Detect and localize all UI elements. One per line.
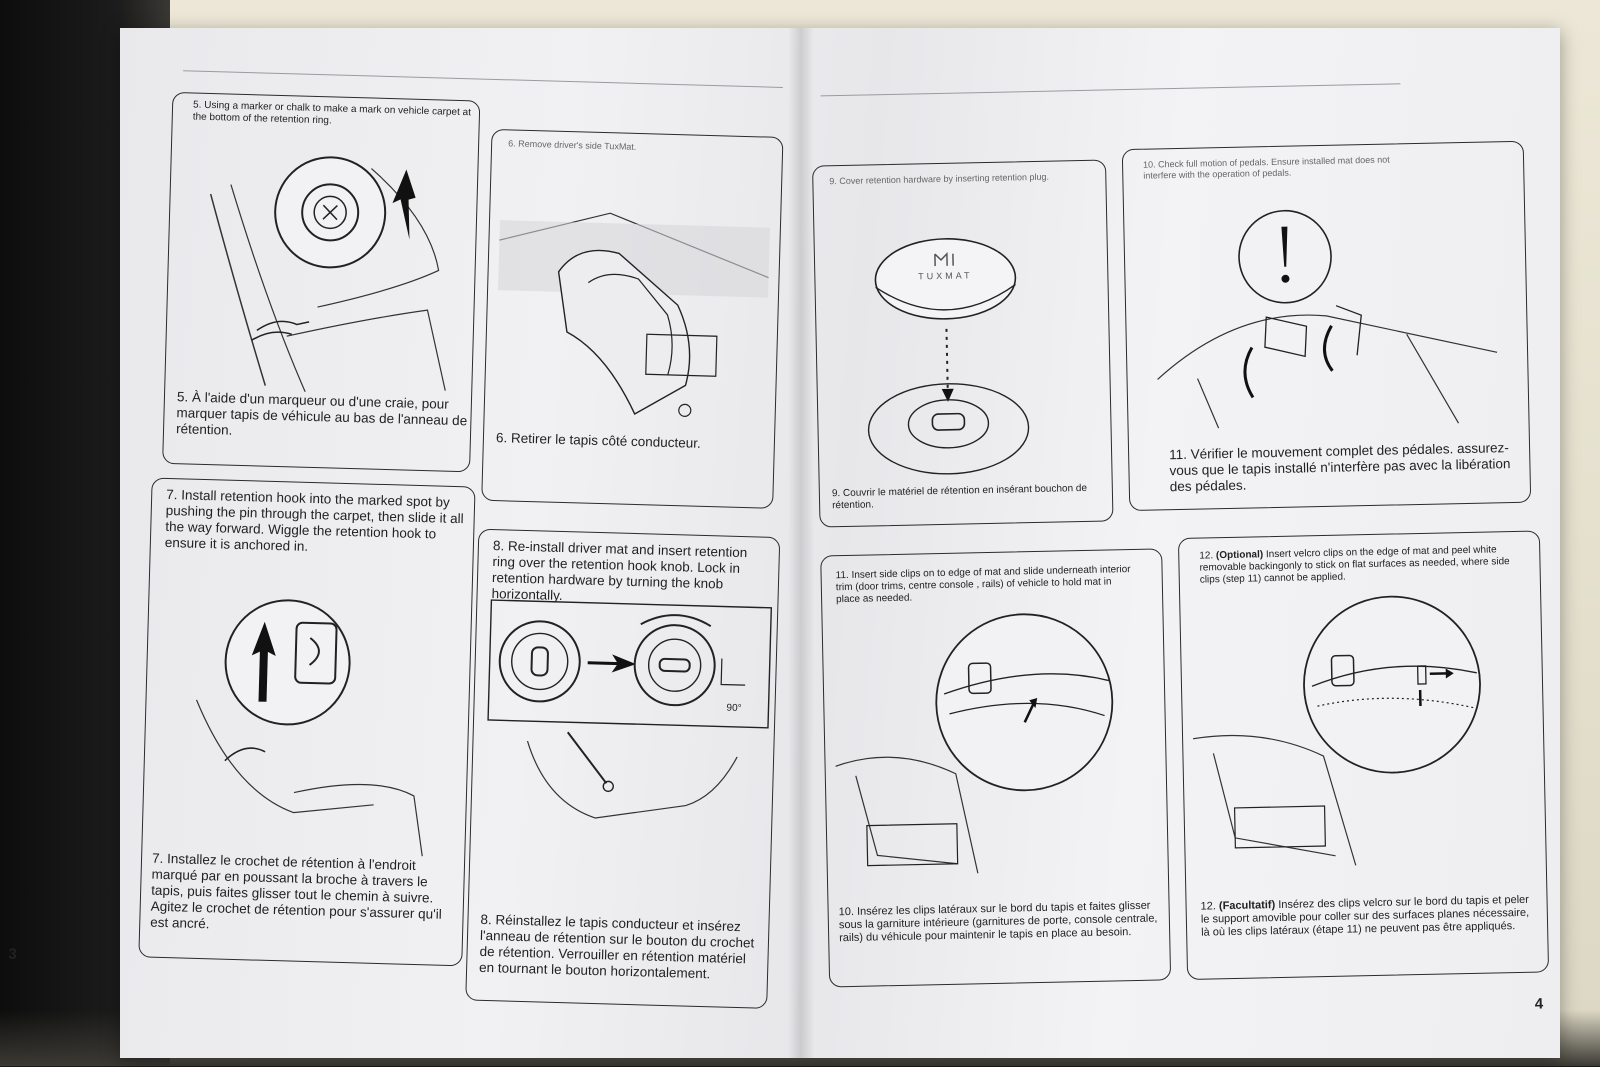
step-7-panel: 7. Install retention hook into the marke…: [138, 477, 476, 967]
page-fold: [788, 28, 814, 1058]
page-left: 5. Using a marker or chalk to make a mar…: [8, 19, 804, 1067]
step-12-caption-en: 12. (Optional) Insert velcro clips on th…: [1199, 544, 1530, 586]
step-5-illustration: [209, 156, 446, 392]
step-12-fr-number: 12.: [1200, 900, 1217, 913]
step-8-illustration: 90°: [487, 599, 773, 819]
step-12-optional-label: (Optional): [1215, 549, 1264, 562]
step-7-caption-fr: 7. Installez le crochet de rétention à l…: [150, 850, 442, 931]
step-6-illustration: [498, 212, 770, 417]
step-7-illustration: [195, 599, 423, 857]
step-11-illustration: [835, 613, 1114, 874]
step-9-caption-en: 9. Cover retention hardware by inserting…: [829, 171, 1050, 187]
page-number-right: 4: [1534, 995, 1544, 1013]
step-12-fr-optional-label: (Facultatif): [1218, 899, 1276, 913]
step-8-panel: 8. Re-install driver mat and insert rete…: [465, 528, 781, 1009]
step-6-caption-fr: 6. Retirer le tapis côté conducteur.: [495, 430, 701, 451]
step-5-panel: 5. Using a marker or chalk to make a mar…: [162, 91, 481, 473]
step-9-panel: 9. Cover retention hardware by inserting…: [812, 159, 1114, 528]
step-10-caption-fr: 10. Insérez les clips latéraux sur le bo…: [838, 899, 1158, 945]
step-5-caption-en: 5. Using a marker or chalk to make a mar…: [192, 99, 472, 127]
step-11-panel: 11. Insert side clips on to edge of mat …: [820, 548, 1172, 988]
step-12-illustration: [1193, 595, 1481, 866]
top-rule: [183, 70, 783, 88]
step-7-caption-en: 7. Install retention hook into the marke…: [164, 486, 464, 554]
step-11-caption-en: 11. Insert side clips on to edge of mat …: [835, 564, 1131, 605]
top-rule-right: [820, 83, 1401, 97]
step-9-illustration: TUXMAT: [867, 238, 1030, 475]
step-10-caption-en: 10. Check full motion of pedals. Ensure …: [1142, 154, 1390, 181]
step-11-caption-fr: 11. Vérifier le mouvement complet des pé…: [1168, 440, 1511, 495]
page-number-left: 3: [8, 945, 17, 963]
step-10-illustration: [1157, 209, 1498, 429]
step-6-panel: 6. Remove driver's side TuxMat. 6. Retir…: [481, 128, 784, 509]
step-12-panel: 12. (Optional) Insert velcro clips on th…: [1177, 530, 1550, 980]
instruction-booklet: 5. Using a marker or chalk to make a mar…: [8, 28, 1560, 1058]
step-10-panel: 10. Check full motion of pedals. Ensure …: [1121, 140, 1532, 512]
step-8-caption-en: 8. Re-install driver mat and insert rete…: [491, 538, 748, 603]
step-12-caption-fr: 12. (Facultatif) Insérez des clips velcr…: [1200, 894, 1537, 940]
step-8-caption-fr: 8. Réinstallez le tapis conducteur et in…: [478, 911, 755, 982]
step-12-number: 12.: [1199, 550, 1214, 562]
step-9-caption-fr: 9. Couvrir le matériel de rétention en i…: [831, 482, 1088, 512]
step-5-caption-fr: 5. À l'aide d'un marqueur ou d'une craie…: [175, 389, 468, 438]
page-right: 9. Cover retention hardware by inserting…: [799, 20, 1560, 1065]
step-6-caption-en: 6. Remove driver's side TuxMat.: [508, 138, 637, 152]
angle-label: 90°: [726, 703, 741, 714]
brand-logo-text: TUXMAT: [918, 270, 973, 281]
